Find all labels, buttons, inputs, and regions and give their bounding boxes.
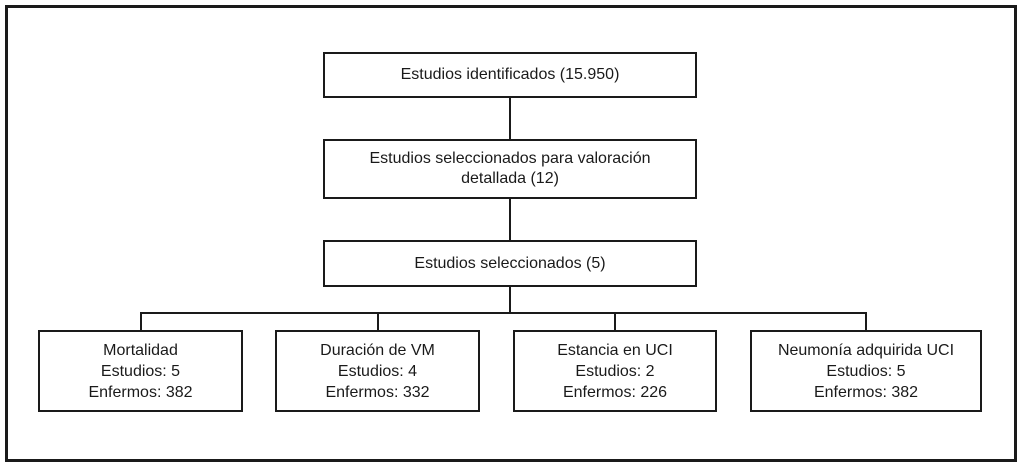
connector-branch-to-estancia-uci xyxy=(614,312,616,330)
outcome-enfermos: Enfermos: 382 xyxy=(88,383,193,401)
box-outcome-mortalidad: Mortalidad Estudios: 5 Enfermos: 382 xyxy=(38,330,243,412)
diagram-frame xyxy=(5,5,1017,462)
connector-branch-to-duracion-vm xyxy=(377,312,379,330)
outcome-title: Mortalidad xyxy=(103,341,178,359)
connector-selected-to-branch xyxy=(509,287,511,314)
box-outcome-duracion-vm: Duración de VM Estudios: 4 Enfermos: 332 xyxy=(275,330,480,412)
connector-branch-to-mortalidad xyxy=(140,312,142,330)
box-outcome-neumonia-uci: Neumonía adquirida UCI Estudios: 5 Enfer… xyxy=(750,330,982,412)
box-estudios-identificados: Estudios identificados (15.950) xyxy=(323,52,697,98)
outcome-estudios: Estudios: 5 xyxy=(100,362,181,380)
box-estudios-identificados-label: Estudios identificados (15.950) xyxy=(400,66,620,83)
outcome-title: Neumonía adquirida UCI xyxy=(777,341,955,359)
outcome-estudios: Estudios: 2 xyxy=(575,362,655,380)
outcome-enfermos: Enfermos: 382 xyxy=(813,383,919,401)
branch-bar xyxy=(140,312,867,314)
connector-branch-to-neumonia-uci xyxy=(865,312,867,330)
box-estudios-seleccionados-label: Estudios seleccionados (5) xyxy=(414,254,606,272)
outcome-estudios: Estudios: 4 xyxy=(337,362,418,380)
box-valoracion-detallada-label: Estudios seleccionados para valoración d… xyxy=(369,150,651,187)
connector-detailed-to-selected xyxy=(509,199,511,240)
box-outcome-estancia-uci: Estancia en UCI Estudios: 2 Enfermos: 22… xyxy=(513,330,717,412)
box-valoracion-detallada: Estudios seleccionados para valoración d… xyxy=(323,139,697,199)
outcome-enfermos: Enfermos: 332 xyxy=(325,383,430,401)
outcome-title: Estancia en UCI xyxy=(557,341,673,359)
outcome-title: Duración de VM xyxy=(320,341,435,359)
outcome-estudios: Estudios: 5 xyxy=(826,362,906,380)
outcome-enfermos: Enfermos: 226 xyxy=(562,383,668,401)
connector-identified-to-detailed xyxy=(509,98,511,139)
box-estudios-seleccionados: Estudios seleccionados (5) xyxy=(323,240,697,287)
